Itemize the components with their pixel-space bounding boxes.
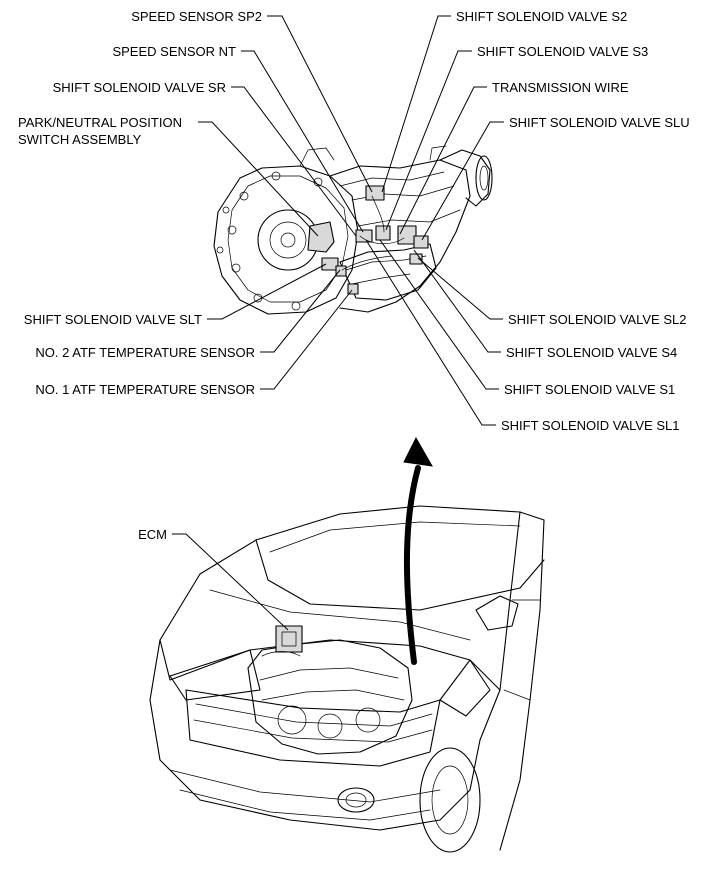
label-park-neutral-position-line1: PARK/NEUTRAL POSITION [18, 115, 182, 130]
label-shift-solenoid-valve-s1: SHIFT SOLENOID VALVE S1 [504, 382, 675, 397]
label-park-neutral-position-line2: SWITCH ASSEMBLY [18, 132, 142, 147]
vehicle-illustration [149, 505, 545, 853]
label-shift-solenoid-valve-sr: SHIFT SOLENOID VALVE SR [53, 80, 226, 95]
label-shift-solenoid-valve-sl2: SHIFT SOLENOID VALVE SL2 [508, 312, 686, 327]
leader-lines [172, 15, 504, 631]
label-no2-atf-temperature-sensor: NO. 2 ATF TEMPERATURE SENSOR [35, 345, 255, 360]
location-arrow [403, 436, 433, 665]
label-shift-solenoid-valve-sl1: SHIFT SOLENOID VALVE SL1 [501, 418, 679, 433]
transmission-illustration [213, 145, 493, 315]
label-transmission-wire: TRANSMISSION WIRE [492, 80, 629, 95]
label-shift-solenoid-valve-slt: SHIFT SOLENOID VALVE SLT [24, 312, 202, 327]
labels: SPEED SENSOR SP2 SPEED SENSOR NT SHIFT S… [18, 9, 690, 542]
label-speed-sensor-nt: SPEED SENSOR NT [112, 44, 236, 59]
label-ecm: ECM [138, 527, 167, 542]
label-shift-solenoid-valve-s3: SHIFT SOLENOID VALVE S3 [477, 44, 648, 59]
label-no1-atf-temperature-sensor: NO. 1 ATF TEMPERATURE SENSOR [35, 382, 255, 397]
label-shift-solenoid-valve-slu: SHIFT SOLENOID VALVE SLU [509, 115, 690, 130]
label-shift-solenoid-valve-s4: SHIFT SOLENOID VALVE S4 [506, 345, 677, 360]
label-speed-sensor-sp2: SPEED SENSOR SP2 [131, 9, 262, 24]
label-shift-solenoid-valve-s2: SHIFT SOLENOID VALVE S2 [456, 9, 627, 24]
